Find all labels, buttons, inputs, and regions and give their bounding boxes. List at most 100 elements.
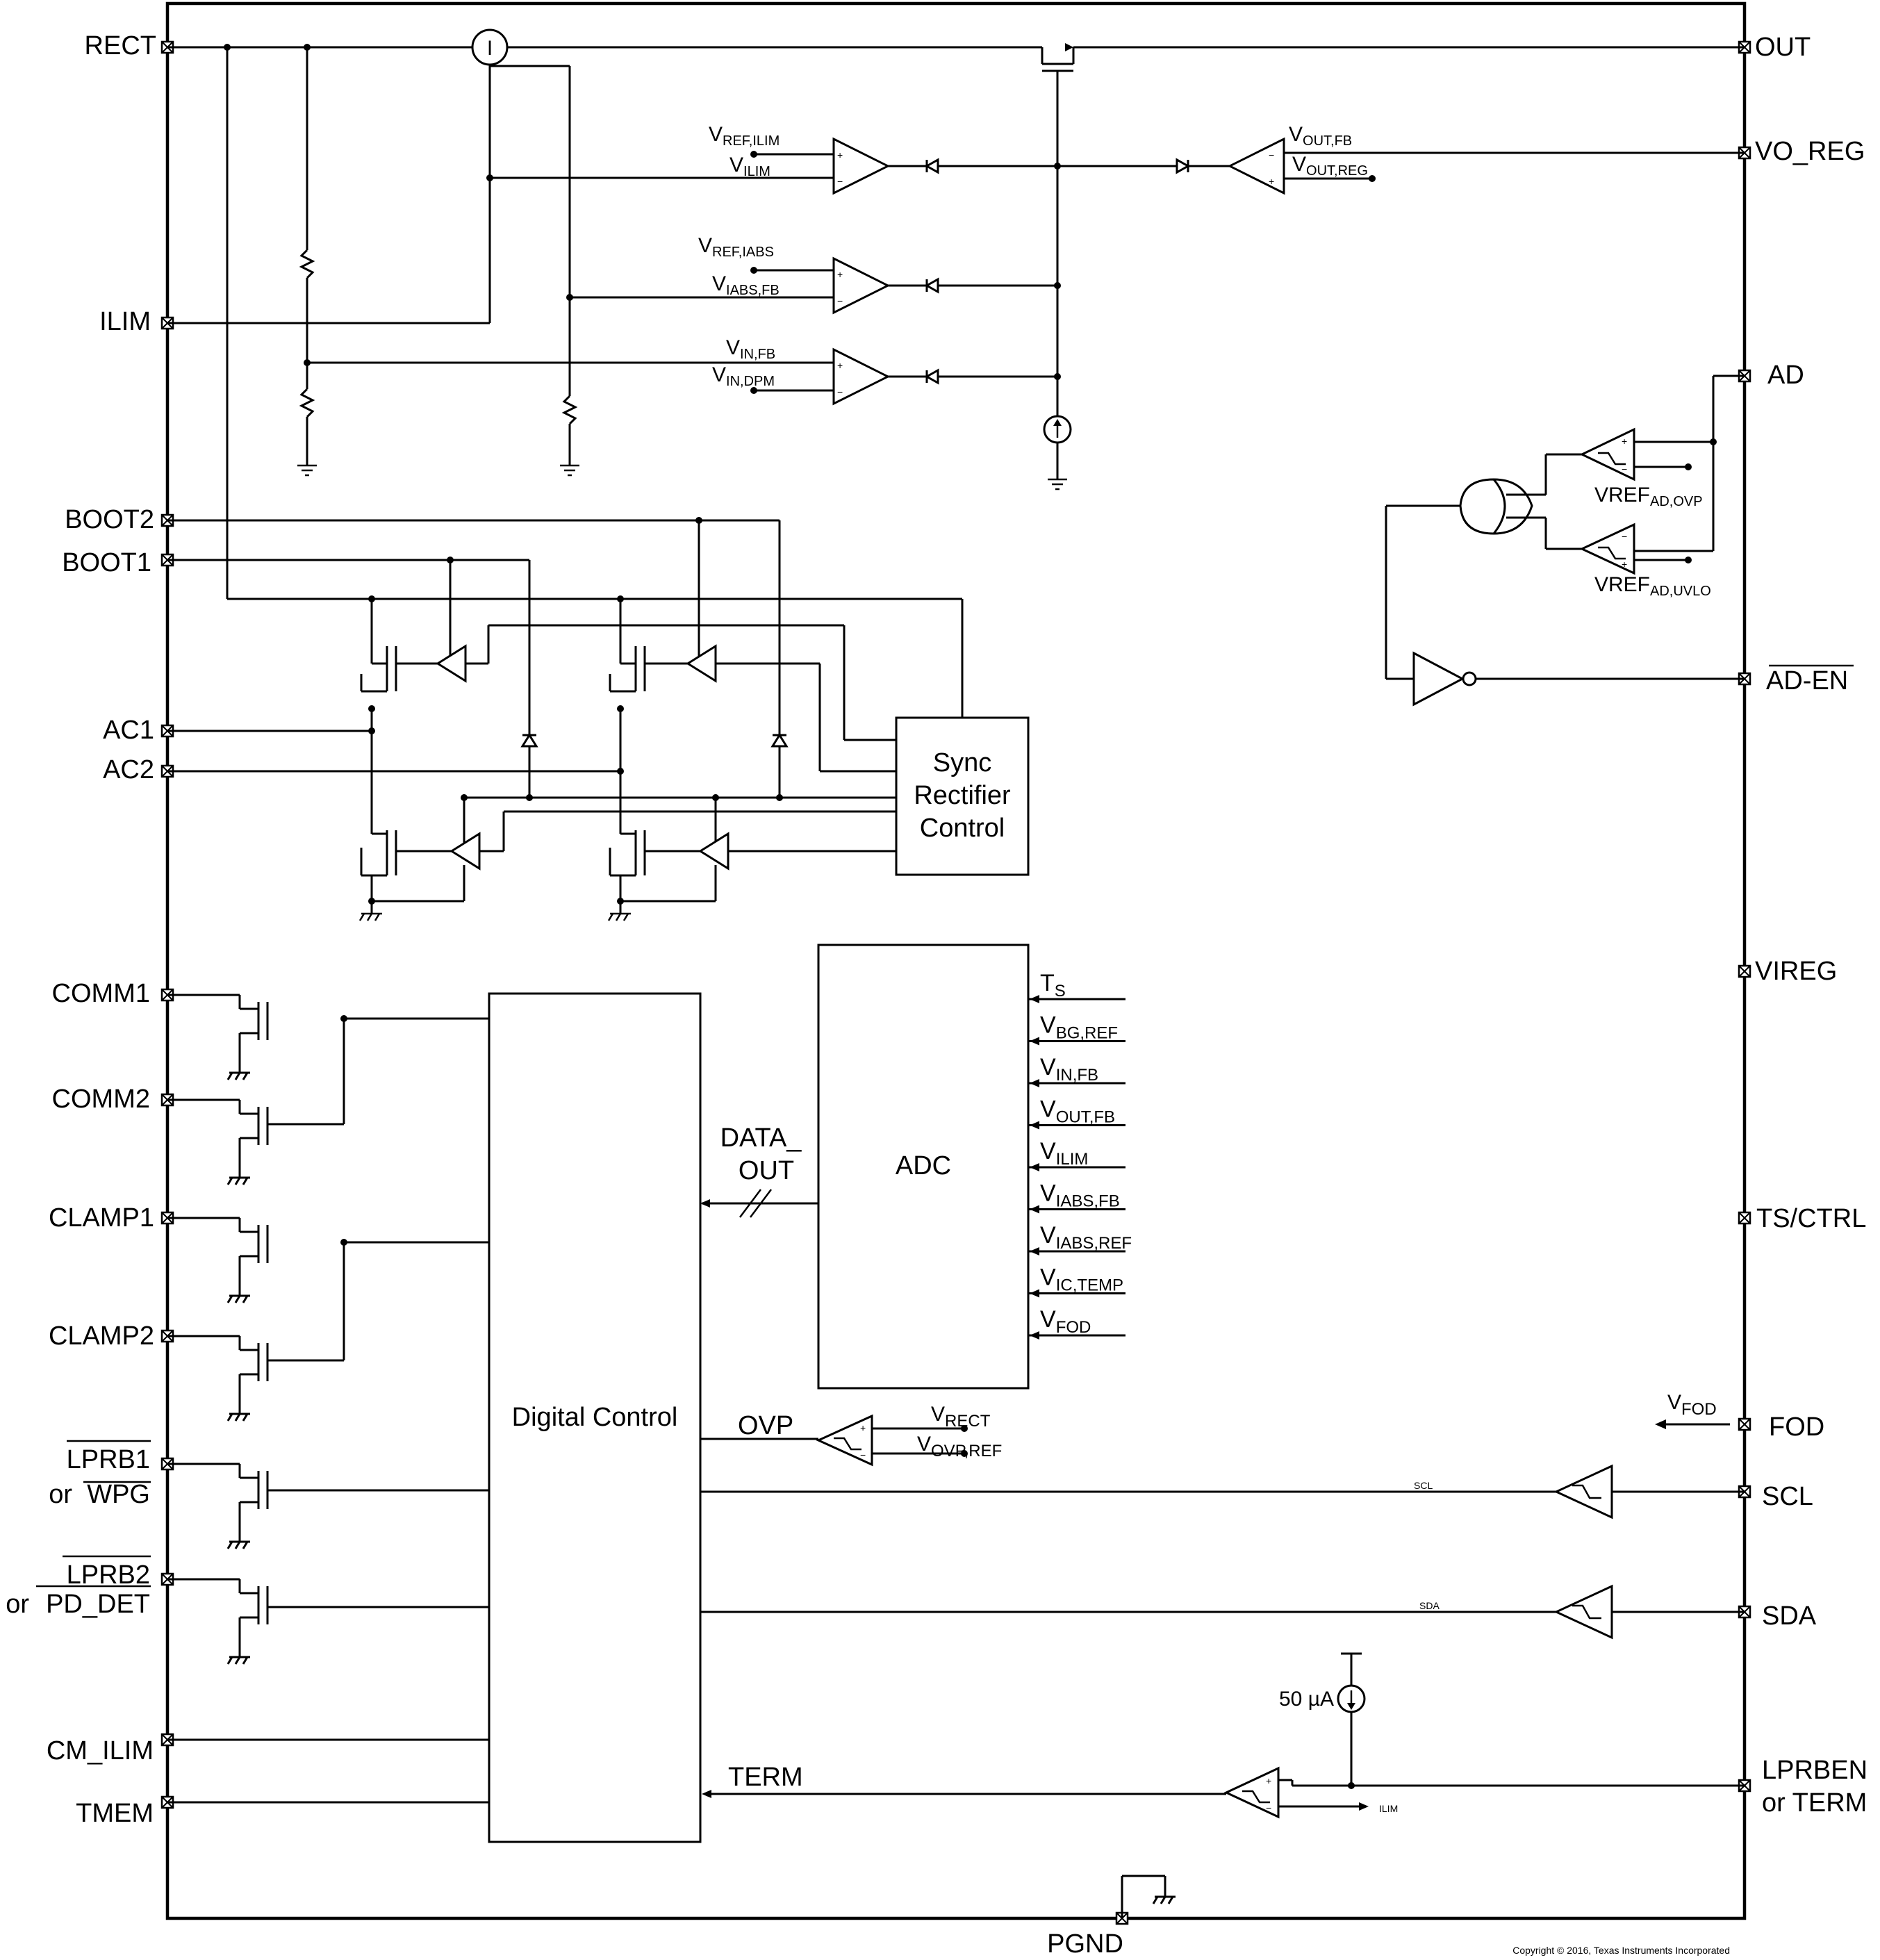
sync-rectifier-bridge: Sync Rectifier Control (167, 47, 1030, 921)
switch-fet (167, 994, 269, 1080)
pin-label-ad: AD (1767, 361, 1804, 390)
adc-input-label: VIABS,REF (1040, 1222, 1132, 1253)
svg-text:VRECT: VRECT (931, 1403, 991, 1431)
pin-terminal-vireg (1738, 964, 1751, 978)
pin-label-comm1: COMM1 (52, 979, 150, 1008)
svg-text:−: − (1622, 463, 1627, 475)
svg-text:+: + (837, 149, 843, 160)
pin-label-lprb1: LPRB1 (67, 1445, 150, 1474)
svg-text:VOUT,REG: VOUT,REG (1292, 153, 1368, 179)
ad-detection: + − − + (1385, 374, 1745, 707)
pin-label-or-term: or TERM (1762, 1788, 1867, 1818)
svg-text:+: + (1269, 176, 1274, 187)
svg-text:TERM: TERM (728, 1763, 803, 1792)
svg-text:ILIM: ILIM (1379, 1803, 1398, 1814)
pin-terminal-fod (1738, 1417, 1751, 1431)
svg-text:+: + (1622, 559, 1627, 570)
svg-text:Control: Control (920, 814, 1005, 843)
pin-labels-right: OUT VO_REG AD AD-EN VIREG TS/CTRL FOD SC… (1755, 33, 1867, 1818)
svg-text:50 µA: 50 µA (1279, 1688, 1334, 1711)
pin-label-ilim: ILIM (99, 307, 151, 336)
svg-text:−: − (837, 176, 843, 187)
svg-text:−: − (1269, 149, 1274, 160)
svg-text:VIN,DPM: VIN,DPM (712, 363, 775, 389)
pin-label-comm2: COMM2 (52, 1085, 150, 1114)
adc-input: VIC,TEMP (1028, 1265, 1125, 1298)
svg-text:DATA_: DATA_ (720, 1123, 802, 1153)
svg-text:OUT: OUT (739, 1156, 794, 1185)
pin-label-scl: SCL (1762, 1482, 1813, 1511)
pin-label-sda: SDA (1762, 1601, 1817, 1631)
adc-input-label: VOUT,FB (1040, 1096, 1115, 1127)
pgnd-ground (1121, 1875, 1176, 1918)
svg-text:ADC: ADC (896, 1151, 951, 1180)
svg-text:−: − (837, 295, 843, 306)
digital-control-section: Digital Control OVP +− VRECT VOVP,REF (167, 992, 1745, 1843)
pin-label-tmem: TMEM (76, 1799, 154, 1828)
pin-label-lprb2-or: or (6, 1590, 29, 1619)
adc-input-label: VFOD (1040, 1306, 1091, 1337)
svg-text:SCL: SCL (1414, 1480, 1433, 1491)
svg-text:Digital Control: Digital Control (512, 1403, 678, 1432)
adc-input: VIN,FB (1028, 1054, 1125, 1087)
svg-text:VREFAD,UVLO: VREFAD,UVLO (1594, 573, 1711, 599)
svg-text:VIN,FB: VIN,FB (726, 336, 775, 362)
svg-text:VIABS,FB: VIABS,FB (712, 272, 780, 298)
power-path: I (167, 28, 1745, 491)
pin-label-wpg: WPG (87, 1480, 150, 1509)
control-loop-amplifiers: +− +− +− −+ (750, 137, 1745, 406)
open-drain-switches (167, 994, 269, 1665)
pin-label-boot2: BOOT2 (65, 505, 154, 534)
pin-label-fod: FOD (1769, 1413, 1824, 1442)
svg-text:Sync: Sync (933, 748, 991, 777)
svg-text:VOVP,REF: VOVP,REF (917, 1433, 1002, 1460)
svg-text:+: + (1622, 436, 1627, 447)
pin-label-ts-ctrl: TS/CTRL (1756, 1204, 1866, 1233)
digital-control-block (488, 992, 702, 1843)
ic-boundary (165, 1, 1747, 1920)
adc-input-label: VIABS,FB (1040, 1180, 1120, 1211)
pin-label-ac1: AC1 (103, 716, 154, 745)
pin-label-clamp1: CLAMP1 (49, 1203, 154, 1233)
switch-fet (167, 1217, 269, 1303)
pin-label-pgnd: PGND (1047, 1929, 1123, 1959)
svg-text:−: − (1622, 531, 1627, 542)
adc-input-label: TS (1040, 970, 1066, 1000)
adc-input-label: VILIM (1040, 1138, 1088, 1169)
pin-label-boot1: BOOT1 (62, 548, 151, 577)
switch-fet (167, 1578, 269, 1665)
svg-text:SDA: SDA (1419, 1600, 1440, 1611)
adc-input: TS (1028, 970, 1125, 1003)
adc-input-lines: TS VBG,REF VIN,FB VOUT,FB VILIM VIABS,FB VIABS… (1028, 970, 1132, 1340)
svg-text:VILIM: VILIM (729, 154, 770, 179)
svg-text:−: − (837, 386, 843, 397)
pin-label-rect: RECT (85, 31, 156, 60)
svg-text:VREF,ILIM: VREF,ILIM (709, 123, 780, 149)
pass-fet (1041, 46, 1745, 472)
switch-fet (167, 1098, 269, 1185)
pin-labels-left: RECT ILIM BOOT2 BOOT1 AC1 AC2 COMM1 COMM… (6, 31, 156, 1828)
pin-label-ad-en: AD-EN (1766, 666, 1848, 695)
loop-reference-labels: VREF,ILIM VILIM VREF,IABS VIABS,FB VIN,F… (698, 123, 1368, 389)
adc-input: VOUT,FB (1028, 1096, 1125, 1130)
switch-fet (167, 1335, 269, 1422)
svg-text:VOUT,FB: VOUT,FB (1289, 123, 1352, 149)
pin-label-pd-det: PD_DET (46, 1590, 150, 1619)
svg-text:VREF,IABS: VREF,IABS (698, 234, 774, 260)
pin-label-cm-ilim: CM_ILIM (47, 1736, 154, 1765)
switch-fet (167, 1463, 269, 1549)
adc-input: VIABS,REF (1028, 1222, 1132, 1255)
svg-text:Rectifier: Rectifier (914, 781, 1011, 810)
overbars (36, 664, 1854, 1588)
or-gate (1459, 478, 1533, 535)
copyright: Copyright © 2016, Texas Instruments Inco… (1512, 1945, 1730, 1956)
adc-input-label: VBG,REF (1040, 1012, 1118, 1043)
svg-text:VFOD: VFOD (1667, 1391, 1717, 1419)
svg-text:−: − (1266, 1802, 1271, 1813)
pin-label-lprb2: LPRB2 (67, 1560, 150, 1590)
svg-text:−: − (860, 1449, 866, 1460)
svg-text:+: + (837, 269, 843, 280)
svg-text:+: + (1266, 1775, 1271, 1786)
pin-label-vo-reg: VO_REG (1755, 137, 1865, 166)
